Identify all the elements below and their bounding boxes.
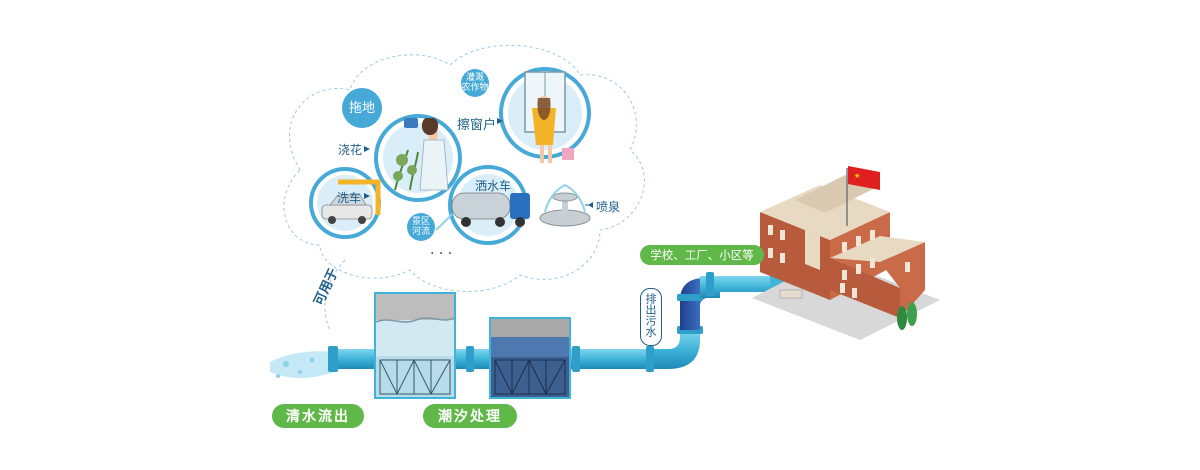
water-flowers-label: 浇花 <box>338 143 363 157</box>
clean-water-out-label: 清水流出 <box>272 404 364 428</box>
sprinkler-truck-label: 洒水车 <box>475 179 512 193</box>
ellipsis: · · · <box>430 246 453 262</box>
svg-text:★: ★ <box>854 172 860 180</box>
scenic-river-label: 景区 河流 <box>407 213 435 241</box>
cloud-tail <box>324 259 346 331</box>
discharge-sewage-label: 排出污水 <box>644 293 657 337</box>
sources-label: 学校、工厂、小区等 <box>640 245 764 265</box>
mop-label: 拖地 <box>342 88 382 128</box>
wipe-windows-label: 擦窗户 <box>457 118 497 133</box>
tidal-treatment-label: 潮汐处理 <box>423 404 517 428</box>
discharge-sewage-tag: 排出污水 <box>640 288 662 346</box>
fountain-label: 喷泉 <box>596 200 621 214</box>
irrigate-crops-label: 灌溉 农作物 <box>461 69 489 97</box>
wash-car-label: 洗车 <box>337 191 362 205</box>
